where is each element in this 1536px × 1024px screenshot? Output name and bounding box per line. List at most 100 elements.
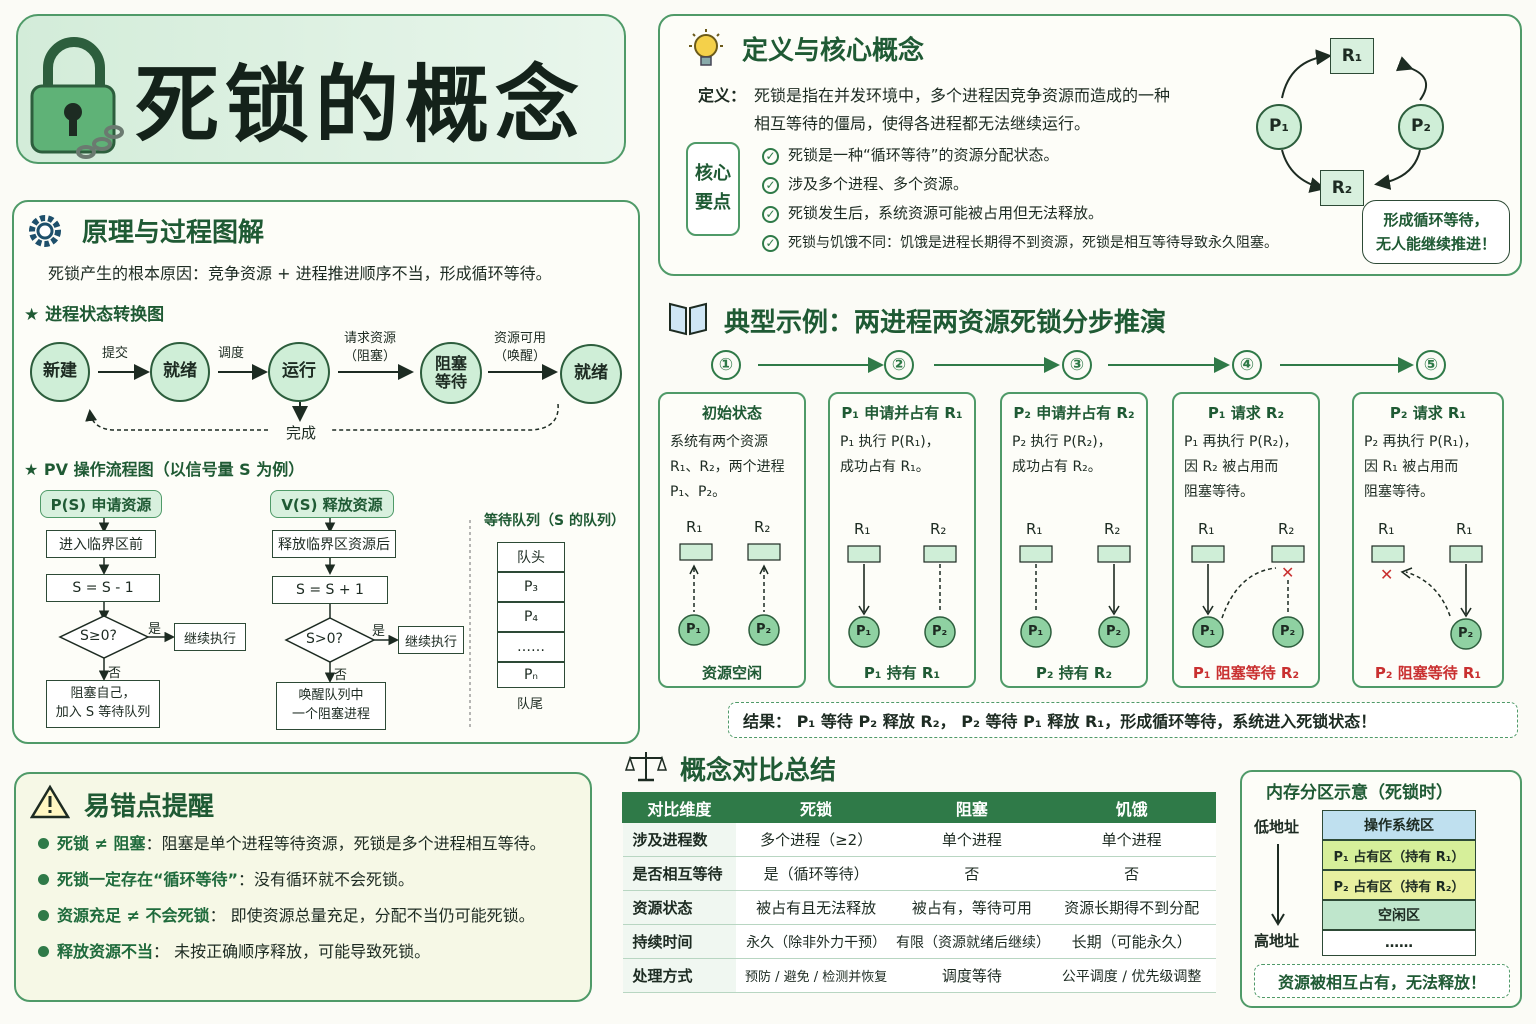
v-continue: 继续执行 <box>398 626 464 654</box>
process-label: P₂ <box>1280 624 1296 639</box>
process-label: P₂ <box>756 622 772 637</box>
pv-title: ★ PV 操作流程图（以信号量 S 为例） <box>24 460 305 479</box>
process-label: P₂ <box>932 624 948 639</box>
process-label: P₁ <box>686 622 702 637</box>
star-icon: ★ <box>24 305 46 325</box>
step-footer: P₁ 持有 R₁ <box>863 664 941 682</box>
key-point: ✓死锁与饥饿不同：饥饿是进程长期得不到资源，死锁是相互等待导致永久阻塞。 <box>762 232 1278 252</box>
bullet-icon <box>38 910 49 921</box>
v-wake: 唤醒队列中 一个阻塞进程 <box>276 682 386 730</box>
v-op-title: V(S) 释放资源 <box>270 490 394 518</box>
memory-block: 操作系统区 <box>1322 810 1476 840</box>
resource-label: R₁ <box>1198 520 1215 538</box>
resource-label: R₁ <box>1026 520 1043 538</box>
resource-label: R₂ <box>1278 520 1295 538</box>
table-row: 涉及进程数多个进程（≥2）单个进程单个进程 <box>622 822 1216 857</box>
down-arrow-icon <box>1271 844 1285 926</box>
edge-label: 提交 <box>102 346 129 361</box>
step-diagram <box>847 545 957 648</box>
blocked-x-icon: ✕ <box>1281 563 1294 582</box>
key-point: ✓涉及多个进程、多个资源。 <box>762 173 968 194</box>
step-desc: P₂ 执行 P(R₂)， 成功占有 R₂。 <box>1012 434 1112 475</box>
padlock-icon <box>30 37 124 159</box>
p-block: 阻塞自己， 加入 S 等待队列 <box>46 680 160 728</box>
resource-label: R₂ <box>754 518 771 536</box>
resource-label: R₂ <box>1104 520 1121 538</box>
resource-r1: R₁ <box>1330 38 1374 74</box>
state-ready-2: 就绪 <box>560 344 622 404</box>
process-p2: P₂ <box>1398 104 1444 150</box>
v-step-release: 释放临界区资源后 <box>272 530 396 558</box>
edge-label: 调度 <box>218 346 245 361</box>
step-card-2: P₁ 申请并占有 R₁ P₁ 执行 P(R₁)， 成功占有 R₁。 R₁ R₂ … <box>828 392 976 688</box>
key-point: ✓死锁发生后，系统资源可能被占用但无法释放。 <box>762 202 1103 223</box>
scale-icon <box>624 752 668 782</box>
step-arrows <box>758 357 1414 373</box>
cycle-arrows <box>1281 49 1428 193</box>
memory-note: 资源被相互占有，无法释放！ <box>1254 964 1510 998</box>
root-cause-text: 死锁产生的根本原因：竞争资源 + 进程推进顺序不当，形成循环等待。 <box>48 264 552 283</box>
compare-title: 概念对比总结 <box>680 756 837 786</box>
queue-tail: 队尾 <box>517 697 544 712</box>
no-label: 否 <box>108 666 122 681</box>
step-footer: P₁ 阻塞等待 R₂ <box>1192 664 1300 682</box>
step-footer: P₂ 持有 R₂ <box>1035 664 1113 682</box>
step-title: P₁ 申请并占有 R₁ <box>841 404 963 422</box>
check-icon: ✓ <box>762 206 779 223</box>
step-title: P₂ 申请并占有 R₂ <box>1013 404 1135 422</box>
mistake-item: 资源充足 ≠ 不会死锁： 即使资源总量充足，分配不当仍可能死锁。 <box>38 902 535 926</box>
step-number: ⑤ <box>1416 350 1446 380</box>
state-new: 新建 <box>30 342 90 402</box>
warning-icon <box>30 784 70 819</box>
table-row: 持续时间永久（除非外力干预）有限（资源就绪后继续）长期（可能永久） <box>622 924 1216 959</box>
step-title: P₂ 请求 R₁ <box>1389 404 1467 422</box>
memory-block: 空闲区 <box>1322 900 1476 930</box>
state-arrows <box>85 364 559 431</box>
resource-label: R₁ <box>1456 520 1473 538</box>
process-label: P₁ <box>856 624 872 639</box>
step-diagram: ✕ <box>1191 545 1305 648</box>
table-header: 阻塞 <box>895 792 1049 823</box>
step-diagram <box>678 543 781 646</box>
blocked-x-icon: ✕ <box>1380 565 1393 584</box>
yes-label: 是 <box>148 622 162 637</box>
edge-label: 请求资源 （阻塞） <box>344 331 397 365</box>
mistakes-panel <box>14 772 592 1002</box>
p-condition: S≥0? <box>80 628 117 644</box>
step-card-4: P₁ 请求 R₂ P₁ 再执行 P(R₂)， 因 R₂ 被占用而 阻塞等待。 ✕… <box>1172 392 1320 688</box>
step-card-5: P₂ 请求 R₁ P₂ 再执行 P(R₁)， 因 R₁ 被占用而 阻塞等待。 ✕… <box>1352 392 1504 688</box>
step-diagram: ✕ <box>1371 545 1483 650</box>
table-row: 是否相互等待是（循环等待）否否 <box>622 856 1216 891</box>
queue-cell: 队头 <box>497 542 565 572</box>
speech-bubble: 形成循环等待， 无人能继续推进！ <box>1362 200 1510 264</box>
process-p1: P₁ <box>1256 104 1302 150</box>
bullet-icon <box>38 874 49 885</box>
step-card-3: P₂ 申请并占有 R₂ P₂ 执行 P(R₂)， 成功占有 R₂。 R₁ R₂ … <box>1000 392 1148 688</box>
yes-label: 是 <box>372 624 386 639</box>
page-title: 死锁的概念 <box>135 56 586 154</box>
queue-cell: P₃ <box>497 572 565 602</box>
table-row: 处理方式预防 / 避免 / 检测并恢复调度等待公平调度 / 优先级调整 <box>622 958 1216 993</box>
definition-title: 定义与核心概念 <box>742 36 925 66</box>
memory-title: 内存分区示意（死锁时） <box>1266 783 1453 803</box>
done-label: 完成 <box>286 424 317 442</box>
step-diagram <box>1019 545 1131 648</box>
memory-block: …… <box>1322 930 1476 956</box>
resource-label: R₁ <box>1378 520 1395 538</box>
step-number: ② <box>884 350 914 380</box>
table-header: 死锁 <box>735 792 897 823</box>
step-desc: 系统有两个资源 R₁、R₂，两个进程 P₁、P₂。 <box>670 434 785 500</box>
no-label: 否 <box>334 668 348 683</box>
principle-title: 原理与过程图解 <box>82 218 265 248</box>
queue-cell: Pₙ <box>497 662 565 688</box>
queue-title: 等待队列（S 的队列） <box>484 513 625 529</box>
edge-label: 资源可用 （唤醒） <box>494 331 547 365</box>
memory-block: P₂ 占有区（持有 R₂） <box>1322 870 1476 900</box>
process-label: P₂ <box>1458 626 1474 641</box>
table-header: 饥饿 <box>1047 792 1216 823</box>
high-address-label: 高地址 <box>1254 932 1300 950</box>
step-number: ① <box>711 350 741 380</box>
state-diagram-title: ★ 进程状态转换图 <box>24 305 165 325</box>
step-desc: P₁ 再执行 P(R₂)， 因 R₂ 被占用而 阻塞等待。 <box>1184 434 1298 500</box>
step-title: P₁ 请求 R₂ <box>1207 404 1285 422</box>
